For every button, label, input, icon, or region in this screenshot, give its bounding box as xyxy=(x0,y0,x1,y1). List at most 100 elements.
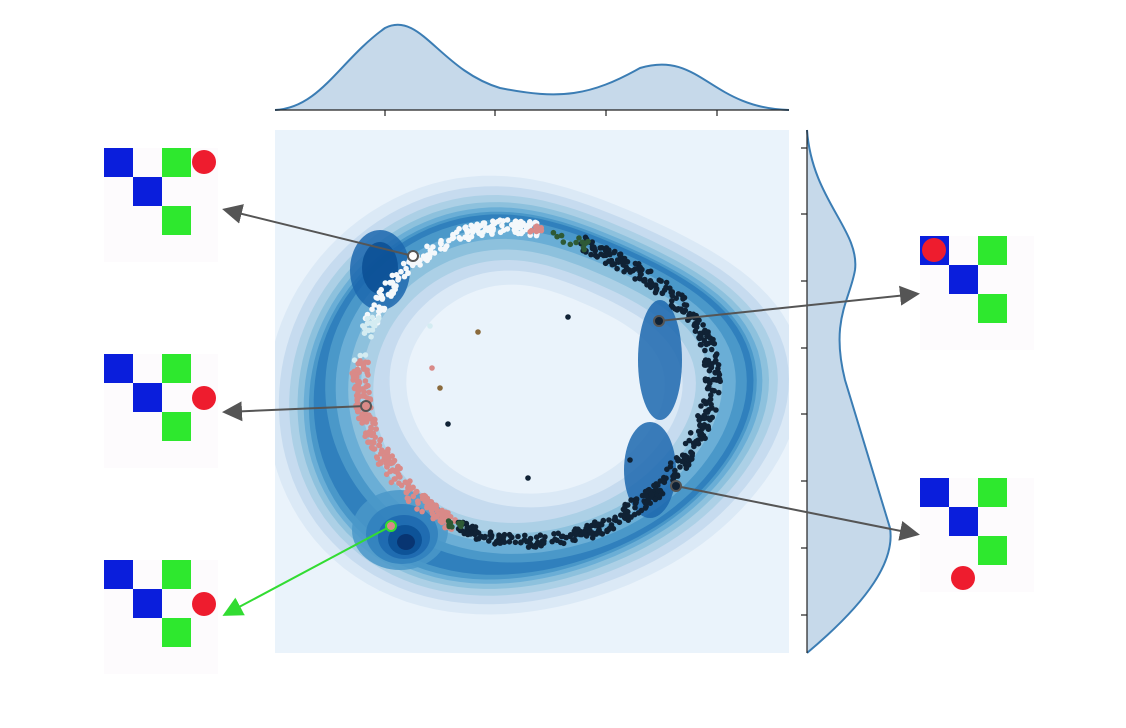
point-pink xyxy=(372,434,379,441)
point-outlier-2 xyxy=(445,421,451,427)
point-dark-navy xyxy=(603,252,609,259)
point-dark-navy xyxy=(628,497,634,503)
point-white xyxy=(378,286,385,293)
point-dark-navy xyxy=(701,415,708,422)
point-dark-navy xyxy=(663,284,669,291)
point-dark-navy xyxy=(590,244,597,250)
point-outlier-1 xyxy=(437,385,443,391)
point-dark-navy xyxy=(703,341,710,348)
point-pink xyxy=(374,455,381,461)
top-marginal-fill xyxy=(275,24,789,111)
point-pink xyxy=(405,485,411,491)
point-white xyxy=(403,265,409,272)
point-pink xyxy=(407,478,413,484)
point-dark-navy xyxy=(697,422,703,428)
green-tile xyxy=(162,354,191,383)
point-pink xyxy=(402,479,409,486)
point-dark-navy xyxy=(532,544,539,550)
blue-tile xyxy=(104,148,133,177)
point-pink xyxy=(366,389,372,396)
point-dark-navy xyxy=(506,539,513,545)
point-pink xyxy=(394,467,401,473)
point-dark-navy xyxy=(637,264,643,271)
point-dark-navy xyxy=(518,539,524,545)
point-dark-navy xyxy=(475,530,482,536)
point-dark-navy xyxy=(630,267,636,274)
top-marginal-line xyxy=(274,23,790,111)
point-white xyxy=(431,250,438,256)
point-dark-navy xyxy=(632,260,639,267)
point-dark-navy xyxy=(669,298,675,304)
point-pink xyxy=(377,437,383,444)
point-pink-top xyxy=(538,227,544,233)
point-dark-navy xyxy=(602,248,609,254)
point-white xyxy=(512,229,519,235)
point-white xyxy=(475,227,481,234)
point-pink xyxy=(424,504,430,511)
thumb-top-right xyxy=(920,236,1034,350)
point-dark-navy xyxy=(696,417,702,423)
point-dark-navy xyxy=(672,306,678,312)
point-pink xyxy=(350,373,357,380)
point-pink xyxy=(367,414,373,420)
point-pink xyxy=(354,396,361,403)
point-light-cyan xyxy=(351,357,358,364)
point-dark-navy xyxy=(501,539,508,545)
right-marginal-line xyxy=(806,129,892,654)
point-pink xyxy=(359,386,366,392)
point-dark-navy xyxy=(551,531,557,537)
point-pink xyxy=(375,461,382,467)
point-dark-navy xyxy=(688,456,694,463)
point-pink xyxy=(355,408,361,415)
point-dark-green xyxy=(554,233,560,240)
green-tile xyxy=(162,206,191,235)
point-dark-navy xyxy=(707,396,714,403)
point-white xyxy=(499,222,505,229)
point-pink xyxy=(442,524,448,531)
point-light-cyan xyxy=(372,319,378,326)
point-white xyxy=(497,229,504,236)
green-tile xyxy=(162,560,191,589)
point-white xyxy=(401,273,408,280)
point-pink xyxy=(366,430,373,436)
marker-mid-left xyxy=(360,400,372,412)
point-white xyxy=(389,272,396,279)
blue-tile xyxy=(133,177,162,206)
point-dark-navy xyxy=(715,362,722,368)
point-outlier-7 xyxy=(627,457,633,463)
point-pink xyxy=(389,453,396,459)
point-dark-navy xyxy=(637,271,644,278)
marker-bottom-left xyxy=(385,520,397,532)
point-white xyxy=(364,311,371,318)
thumb-mid-left xyxy=(104,354,218,468)
point-white xyxy=(395,275,402,281)
point-white xyxy=(497,217,503,223)
point-white xyxy=(457,236,464,242)
point-dark-navy xyxy=(712,370,719,376)
point-dark-navy xyxy=(632,276,638,282)
point-dark-navy xyxy=(557,539,564,546)
point-pink xyxy=(356,379,363,386)
point-light-cyan xyxy=(357,352,364,359)
point-dark-navy xyxy=(522,532,528,539)
point-pink xyxy=(365,359,371,366)
marker-bottom-right xyxy=(670,480,682,492)
point-dark-navy xyxy=(642,488,649,495)
arrow-to-thumb-top-left xyxy=(222,204,414,257)
point-white xyxy=(398,268,404,275)
point-dark-navy xyxy=(535,539,541,546)
green-tile xyxy=(978,536,1007,565)
point-white xyxy=(437,246,444,252)
point-dark-navy xyxy=(589,535,596,541)
point-pink xyxy=(419,508,425,515)
point-dark-navy xyxy=(715,389,722,396)
point-dark-navy xyxy=(677,464,683,470)
point-dark-navy xyxy=(669,292,675,299)
point-dark-navy xyxy=(703,408,709,415)
point-dark-navy xyxy=(681,309,687,315)
point-pink xyxy=(388,460,394,467)
point-pink xyxy=(405,498,412,505)
point-dark-navy xyxy=(512,539,519,546)
point-pink xyxy=(391,476,398,482)
